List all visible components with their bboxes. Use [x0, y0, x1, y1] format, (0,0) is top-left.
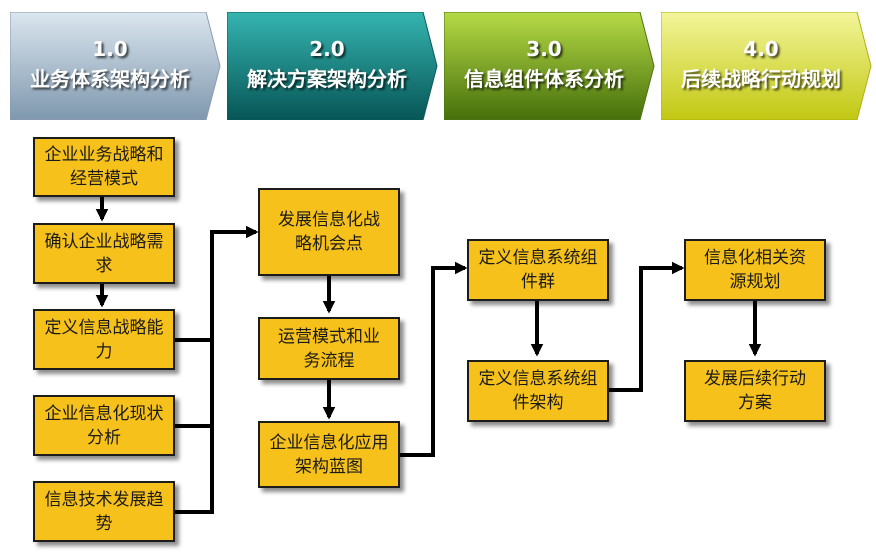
step-confirm-strategic-needs: 确认企业战略需求	[33, 223, 175, 284]
phase-2-number: 2.0	[309, 37, 345, 61]
step-component-groups: 定义信息系统组件群	[467, 239, 609, 301]
step-component-architecture: 定义信息系统组件架构	[467, 360, 609, 422]
step-operating-model: 运营模式和业务流程	[258, 317, 400, 380]
step-technology-trends: 信息技术发展趋势	[33, 481, 175, 542]
step-application-blueprint: 企业信息化应用架构蓝图	[258, 421, 400, 488]
step-business-strategy: 企业业务战略和经营模式	[33, 137, 175, 197]
phase-3-chevron: 3.0 信息组件体系分析	[444, 12, 656, 120]
phase-4-title: 后续战略行动规划	[681, 67, 841, 91]
phase-2-chevron: 2.0 解决方案架构分析	[227, 12, 439, 120]
phase-3-number: 3.0	[526, 37, 562, 61]
phase-1-number: 1.0	[92, 37, 128, 61]
step-it-status-analysis: 企业信息化现状分析	[33, 395, 175, 456]
phase-3-title: 信息组件体系分析	[464, 67, 624, 91]
step-action-plan: 发展后续行动方案	[684, 360, 826, 422]
phase-4-number: 4.0	[743, 37, 779, 61]
phase-1-chevron: 1.0 业务体系架构分析	[10, 12, 222, 120]
step-resource-planning: 信息化相关资源规划	[684, 239, 826, 301]
phase-2-title: 解决方案架构分析	[247, 67, 407, 91]
phase-1-title: 业务体系架构分析	[30, 67, 190, 91]
phase-4-chevron: 4.0 后续战略行动规划	[661, 12, 873, 120]
step-define-strategic-capability: 定义信息战略能力	[33, 309, 175, 370]
step-strategic-opportunity: 发展信息化战略机会点	[258, 188, 400, 276]
